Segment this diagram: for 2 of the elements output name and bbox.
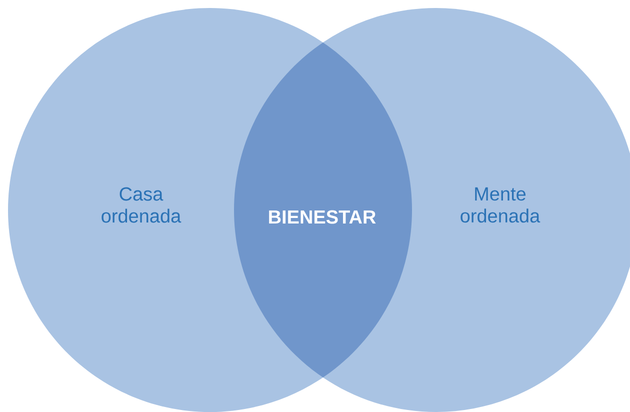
node-label: Mente ordenada [460, 187, 540, 223]
venn-intersection: BIENESTAR [269, 210, 376, 224]
